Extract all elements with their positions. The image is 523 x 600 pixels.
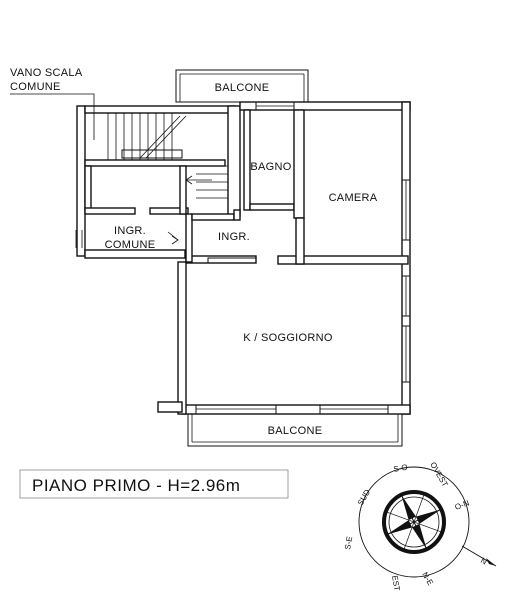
- compass-label-nw: O-N: [454, 498, 471, 512]
- compass-label-se: S-E: [343, 536, 354, 551]
- stairs: [107, 113, 228, 199]
- floor-title-box: [19, 469, 289, 499]
- stair-label-line1: VANO SCALA: [10, 67, 83, 79]
- compass-label-north: N: [479, 556, 489, 567]
- room-label-balcony-top: BALCONE: [215, 82, 270, 94]
- compass-label-ne: N-E: [420, 571, 435, 587]
- windows: [195, 101, 411, 415]
- doors: [75, 230, 179, 248]
- stair-label-line2: COMUNE: [10, 81, 61, 93]
- compass-label-west: OVEST: [428, 461, 449, 489]
- stair-label-leader: [10, 93, 95, 140]
- room-label-bedroom: CAMERA: [329, 192, 378, 204]
- compass-label-sw: S-O: [393, 463, 409, 474]
- compass-north-arrow-icon: [486, 558, 496, 566]
- floor-title: PIANO PRIMO - H=2.96m: [32, 476, 240, 495]
- compass-cross: [385, 493, 443, 551]
- compass: S-O OVEST SUD O-N S-E N EST N-E: [343, 461, 497, 592]
- room-label-common-entrance-line2: COMUNE: [105, 239, 156, 251]
- balcony-top: [175, 69, 309, 103]
- compass-label-south: SUD: [356, 488, 372, 507]
- balcony-bottom: [187, 413, 403, 447]
- compass-label-east: EST: [390, 575, 402, 592]
- room-label-bathroom: BAGNO: [250, 161, 291, 173]
- room-label-common-entrance-line1: INGR.: [114, 225, 146, 237]
- compass-outer-ring: [358, 466, 470, 578]
- room-label-living-kitchen: K / SOGGIORNO: [243, 332, 333, 344]
- room-label-entrance: INGR.: [218, 231, 250, 243]
- room-label-balcony-bottom: BALCONE: [268, 425, 323, 437]
- compass-ring: [382, 490, 446, 554]
